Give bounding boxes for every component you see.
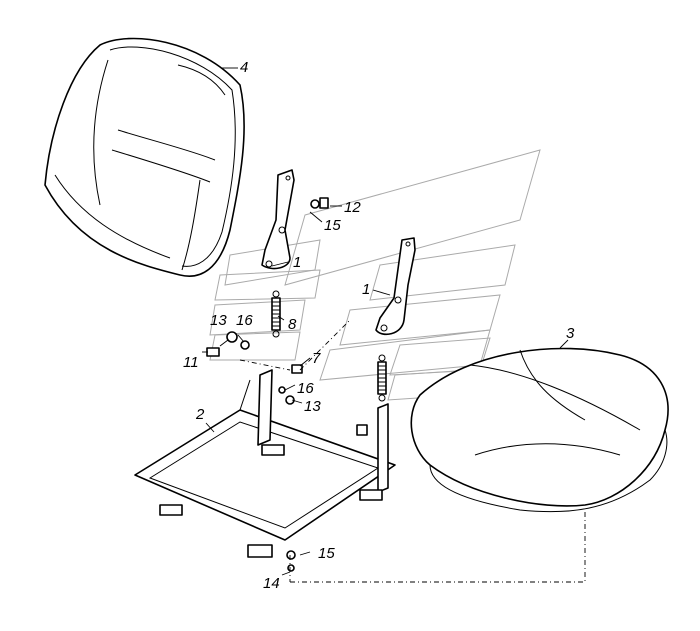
- callout-1-left: 1: [293, 254, 301, 271]
- callout-12: 12: [344, 199, 361, 216]
- seat-frame: [134, 369, 396, 558]
- callout-4: 4: [240, 59, 248, 76]
- fasteners: [206, 197, 368, 572]
- callout-15-lower: 15: [318, 545, 335, 562]
- callout-14: 14: [263, 575, 280, 592]
- callout-3: 3: [566, 325, 575, 342]
- callout-16-right: 16: [297, 380, 314, 397]
- spring-left: [271, 290, 281, 338]
- callout-13-left: 13: [210, 312, 227, 329]
- spring-right: [377, 354, 387, 402]
- seat-back: [44, 37, 245, 277]
- callout-16-left: 16: [236, 312, 253, 329]
- callout-8: 8: [288, 316, 297, 333]
- callout-labels: 4 12 15 1 1 8 13 16 3 7 11 16 13 2 15 14: [183, 59, 575, 592]
- callout-13-right: 13: [304, 398, 321, 415]
- assembly-center-lines: [239, 319, 586, 583]
- hinge-bracket-left: [261, 169, 295, 270]
- callout-11: 11: [183, 354, 199, 371]
- callout-7: 7: [312, 350, 321, 367]
- leader-lines: [202, 67, 569, 576]
- callout-2: 2: [195, 406, 205, 423]
- callout-1-right: 1: [362, 281, 370, 298]
- seat-cushion: [410, 347, 669, 513]
- callout-15-upper: 15: [324, 217, 341, 234]
- hinge-bracket-right: [375, 237, 416, 336]
